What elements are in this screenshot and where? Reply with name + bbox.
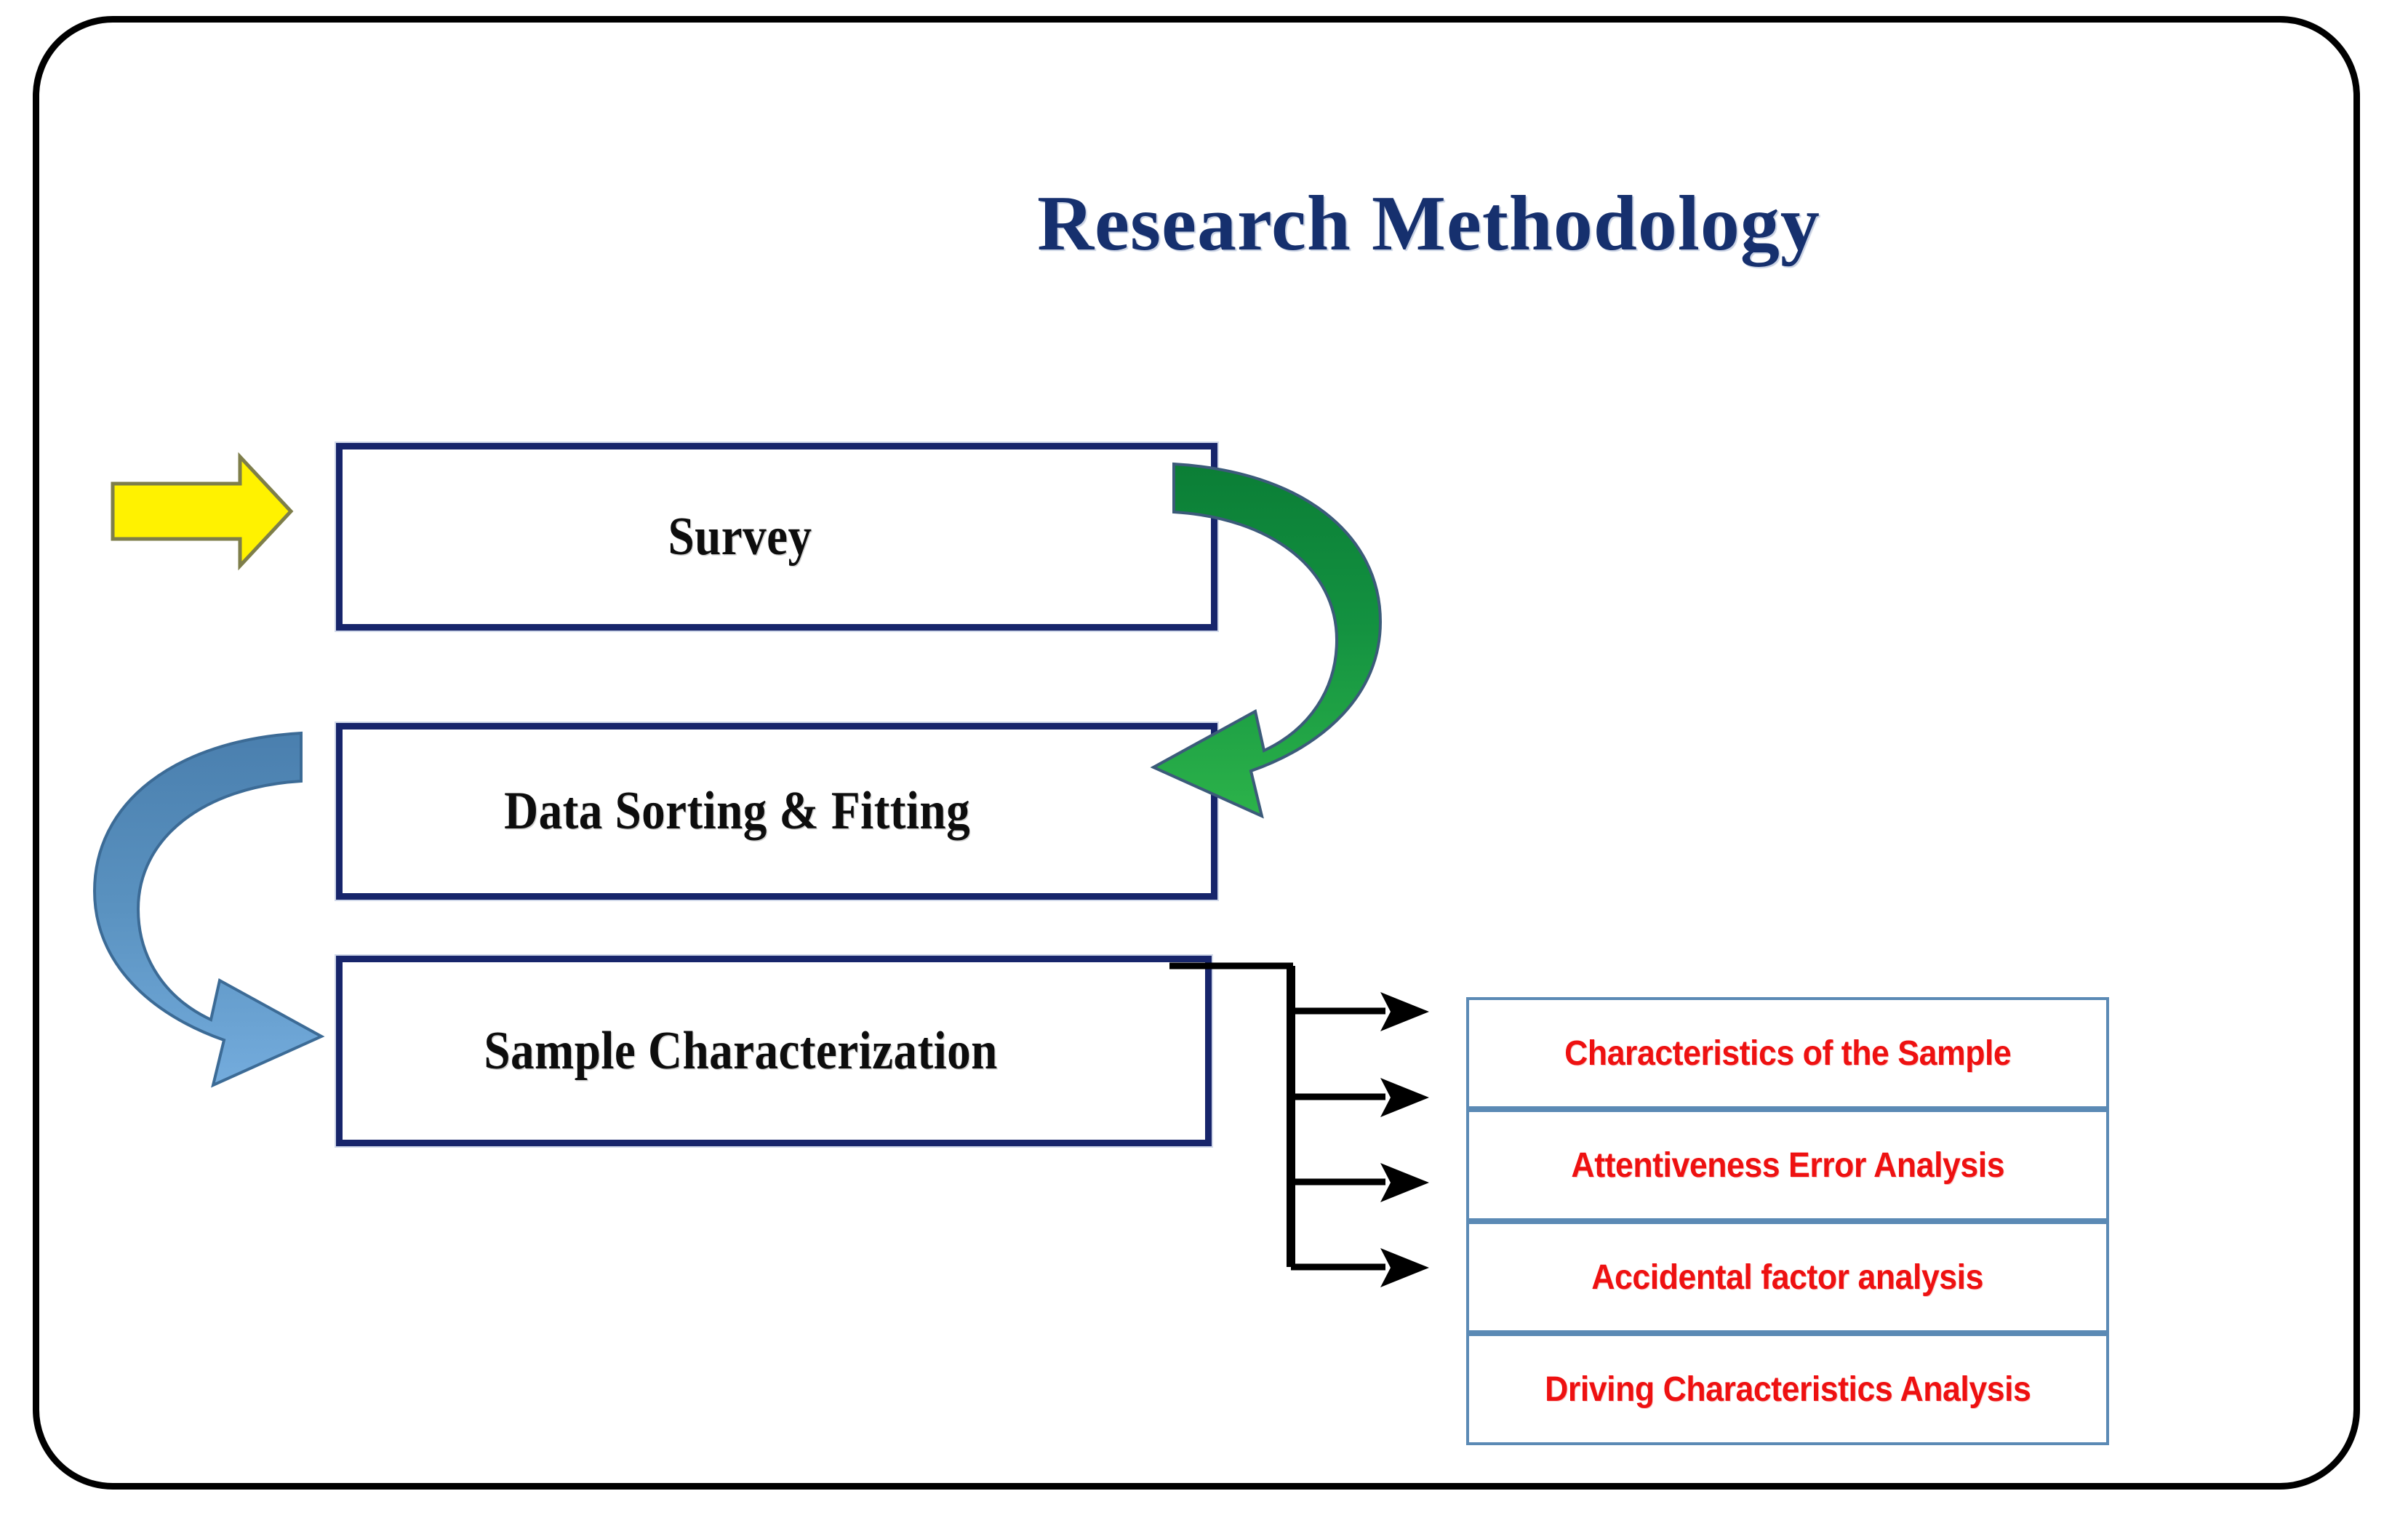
output-label: Accidental factor analysis	[1591, 1258, 1984, 1297]
output-label: Driving Characteristics Analysis	[1544, 1370, 2031, 1409]
stage-box-survey[interactable]: Survey	[336, 443, 1217, 631]
output-box-stack: Characteristics of the Sample Attentiven…	[1466, 997, 2109, 1445]
stage-box-sample-characterization[interactable]: Sample Characterization	[336, 956, 1212, 1146]
stage-box-data-sorting-fitting[interactable]: Data Sorting & Fitting	[336, 723, 1217, 900]
stage-label-sample-characterization: Sample Characterization	[484, 1020, 998, 1081]
output-label: Attentiveness Error Analysis	[1571, 1146, 2004, 1185]
page-title-text: Research Methodology	[1037, 180, 1820, 267]
output-box-attentiveness-error-analysis[interactable]: Attentiveness Error Analysis	[1466, 1109, 2109, 1221]
stage-label-survey: Survey	[667, 506, 812, 567]
output-box-characteristics-of-the-sample[interactable]: Characteristics of the Sample	[1466, 997, 2109, 1109]
output-box-accidental-factor-analysis[interactable]: Accidental factor analysis	[1466, 1221, 2109, 1333]
page-title: Research Methodology	[39, 179, 2408, 269]
output-box-driving-characteristics-analysis[interactable]: Driving Characteristics Analysis	[1466, 1333, 2109, 1445]
output-label: Characteristics of the Sample	[1564, 1034, 2012, 1073]
diagram-frame: Research Methodology Survey Data Sorting…	[33, 16, 2360, 1490]
stage-label-data-sorting-fitting: Data Sorting & Fitting	[503, 781, 970, 841]
